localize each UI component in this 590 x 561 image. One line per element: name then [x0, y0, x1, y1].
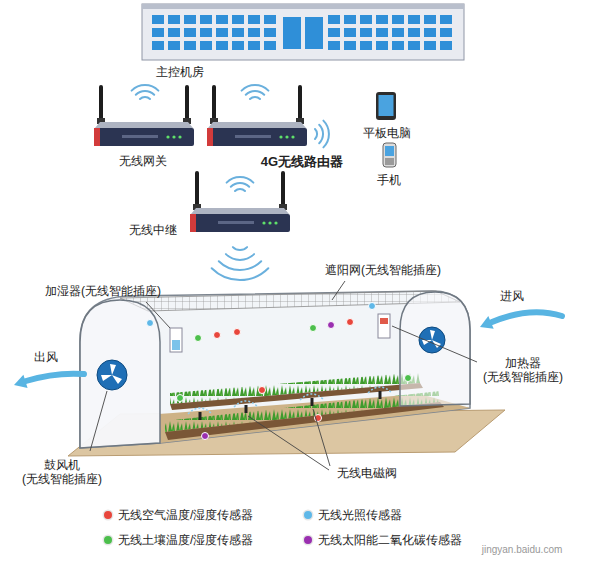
legend-text: 无线光照传感器 [318, 507, 402, 524]
wireless-wave [212, 247, 269, 280]
leader-line [90, 391, 107, 451]
arrow-head [480, 316, 494, 329]
soil-sensor [195, 335, 202, 342]
light-sensor [369, 303, 376, 310]
server-building [142, 4, 464, 60]
gateway-node: 无线网关 [92, 84, 196, 148]
device-label: 4G无线路由器 [261, 154, 343, 170]
soil-sensor [405, 375, 412, 382]
server-room-node: 主控机房 [142, 4, 464, 60]
legend-swatch [104, 536, 112, 544]
arrow-head [14, 375, 28, 388]
repeater-icon [190, 173, 290, 232]
tablet-screen [379, 95, 394, 116]
airflow-arrow [26, 374, 84, 381]
part-label: 遮阳网(无线智能插座) [325, 263, 441, 277]
tablet-node: 平板电脑 [376, 92, 396, 120]
router-node: 4G无线路由器 [205, 84, 309, 148]
exhaust-fan [419, 327, 445, 353]
legend-swatch [104, 511, 112, 519]
soil-bed [165, 402, 444, 440]
device-label: 无线中继 [129, 223, 177, 237]
heater-coil [380, 318, 388, 324]
leader-line [313, 409, 330, 466]
co2-sensor [328, 322, 335, 329]
blower-fan [97, 360, 127, 390]
leader-line [392, 326, 477, 362]
airflow-arrow [492, 312, 562, 322]
legend-item: 无线太阳能二氧化碳传感器 [304, 531, 462, 549]
humidifier-tank [172, 340, 180, 350]
greenhouse-end [80, 300, 160, 448]
part-label: 鼓风机 (无线智能插座) [22, 458, 102, 487]
window-block [326, 13, 454, 52]
wireless-waves [132, 85, 329, 280]
part-label: 无线电磁阀 [337, 466, 397, 480]
wireless-wave [132, 85, 159, 99]
phone-keys [385, 158, 394, 165]
router-icon [207, 87, 307, 146]
building-wall [142, 4, 464, 60]
legend-item: 无线空气温度/湿度传感器 [104, 506, 253, 524]
device-label: 手机 [377, 173, 401, 187]
part-label: 加湿器(无线智能插座) [45, 284, 161, 298]
window [305, 17, 323, 49]
tablet-icon [376, 92, 396, 120]
air-sensor [259, 387, 266, 394]
building-roof [142, 4, 464, 9]
window [283, 17, 301, 49]
wireless-wave [315, 121, 329, 148]
legend-item: 无线光照传感器 [304, 506, 402, 524]
phone-node: 手机 [383, 143, 396, 167]
gateway-icon [94, 87, 194, 146]
device-label: 平板电脑 [363, 126, 411, 140]
legend-swatch [304, 536, 312, 544]
phone-icon [383, 143, 396, 167]
airflow-label: 进风 [500, 289, 524, 303]
device-label: 无线网关 [119, 154, 167, 168]
phone-screen [385, 146, 394, 156]
light-sensor [147, 320, 154, 327]
leader-line [248, 416, 329, 470]
watermark: jingyan.baidu.com [482, 544, 563, 556]
valve-stem [200, 391, 380, 420]
air-sensor [234, 329, 241, 336]
device-label: 主控机房 [156, 65, 204, 79]
co2-sensor [202, 433, 209, 440]
air-sensor [347, 319, 354, 326]
repeater-node: 无线中继 [188, 170, 292, 234]
air-sensor [214, 332, 221, 339]
humidifier [170, 328, 182, 352]
part-label: 加热器 (无线智能插座) [483, 356, 563, 385]
leader-lines [90, 281, 477, 470]
soil-sensor [177, 395, 184, 402]
water-spray [188, 387, 392, 414]
sprinklers [188, 387, 392, 420]
airflow-label: 出风 [34, 350, 58, 364]
greenhouse-body [80, 291, 470, 448]
leader-line [146, 302, 170, 328]
greenhouse-end [400, 292, 470, 406]
wireless-wave [227, 177, 254, 191]
legend-swatch [304, 511, 312, 519]
window-block [150, 13, 278, 52]
wireless-wave [242, 85, 269, 99]
soil-sensor [310, 325, 317, 332]
legend-item: 无线土壤温度/湿度传感器 [104, 531, 253, 549]
legend-text: 无线空气温度/湿度传感器 [118, 507, 253, 524]
sensor-dots [147, 303, 412, 440]
legend-text: 无线土壤温度/湿度传感器 [118, 532, 253, 549]
leader-line [332, 281, 345, 300]
legend-text: 无线太阳能二氧化碳传感器 [318, 532, 462, 549]
heater [378, 314, 390, 338]
fan-blades [101, 364, 122, 384]
